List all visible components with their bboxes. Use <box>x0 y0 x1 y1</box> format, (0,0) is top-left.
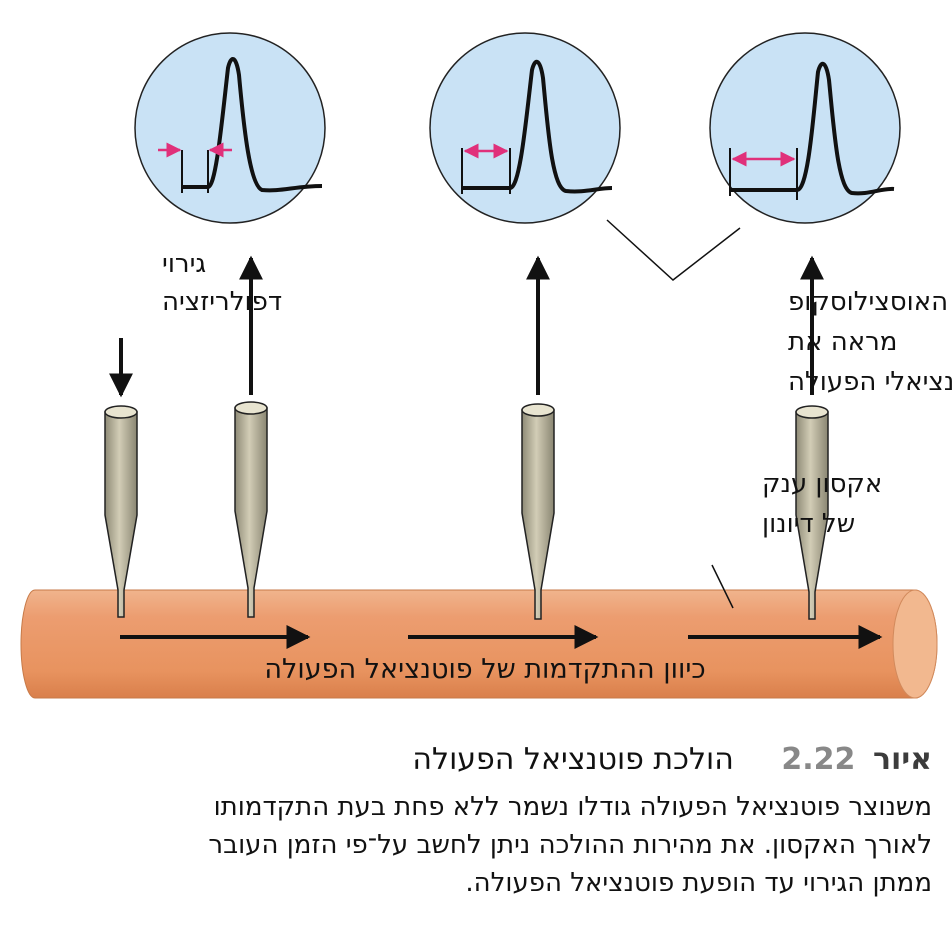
stimulus-label-line: גירוי <box>162 249 206 279</box>
axon-label-line: של דיונון <box>762 509 855 539</box>
direction-label: כיוון ההתקדמות של פוטנציאל הפעולה <box>264 654 705 685</box>
caption-line: ממתן הגירוי עד הופעת פוטנציאל הפעולה. <box>465 868 932 898</box>
caption-heading: איור 2.22 הולכת פוטנציאל הפעולה <box>20 738 932 782</box>
oscilloscope-screen-3 <box>709 32 901 224</box>
recording-electrode-icon <box>521 403 555 620</box>
oscilloscope-screen-2 <box>429 32 621 224</box>
figure-title: הולכת פוטנציאל הפעולה <box>412 742 734 777</box>
oscilloscope-label-line: מראה את <box>788 327 897 357</box>
action-potential-trace <box>730 61 895 196</box>
stimulus-label-line: דפולריזציה <box>162 287 282 317</box>
figure-label: איור <box>872 742 932 777</box>
leader-lines <box>606 219 741 609</box>
stimulus-label: גירוי דפולריזציה <box>162 249 282 317</box>
axon-label-line: אקסון ענק <box>762 469 882 499</box>
signal-arrows <box>109 255 824 398</box>
action-potential-conduction-diagram: כיוון ההתקדמות של פוטנציאל הפעולה <box>20 32 952 699</box>
figure-caption: איור 2.22 הולכת פוטנציאל הפעולה משנוצר פ… <box>20 738 932 902</box>
axon-end-icon <box>892 589 938 699</box>
action-potential-trace <box>462 59 613 194</box>
caption-line: לאורך האקסון. את מהירות ההולכה ניתן לחשב… <box>208 830 932 860</box>
oscilloscope-label-line: האוסצילוסקופ <box>788 287 948 317</box>
axon-leader-line <box>711 564 734 609</box>
caption-line: משנוצר פוטנציאל הפעולה גודלו נשמר ללא פח… <box>213 792 932 822</box>
recording-electrode-icon <box>234 401 268 618</box>
figure-number: 2.22 <box>781 742 856 777</box>
axon-label: אקסון ענק של דיונון <box>762 469 882 539</box>
caption-body: משנוצר פוטנציאל הפעולה גודלו נשמר ללא פח… <box>20 788 932 902</box>
oscilloscope-label: האוסצילוסקופ מראה את פוטנציאלי הפעולה <box>788 287 952 397</box>
oscilloscope-label-line: פוטנציאלי הפעולה <box>788 367 952 397</box>
stimulating-electrode-icon <box>104 405 138 618</box>
electrodes <box>104 401 829 620</box>
recording-electrode-icon <box>795 405 829 620</box>
oscilloscope-leader-line <box>606 219 741 281</box>
oscilloscope-screen-1 <box>134 32 326 224</box>
